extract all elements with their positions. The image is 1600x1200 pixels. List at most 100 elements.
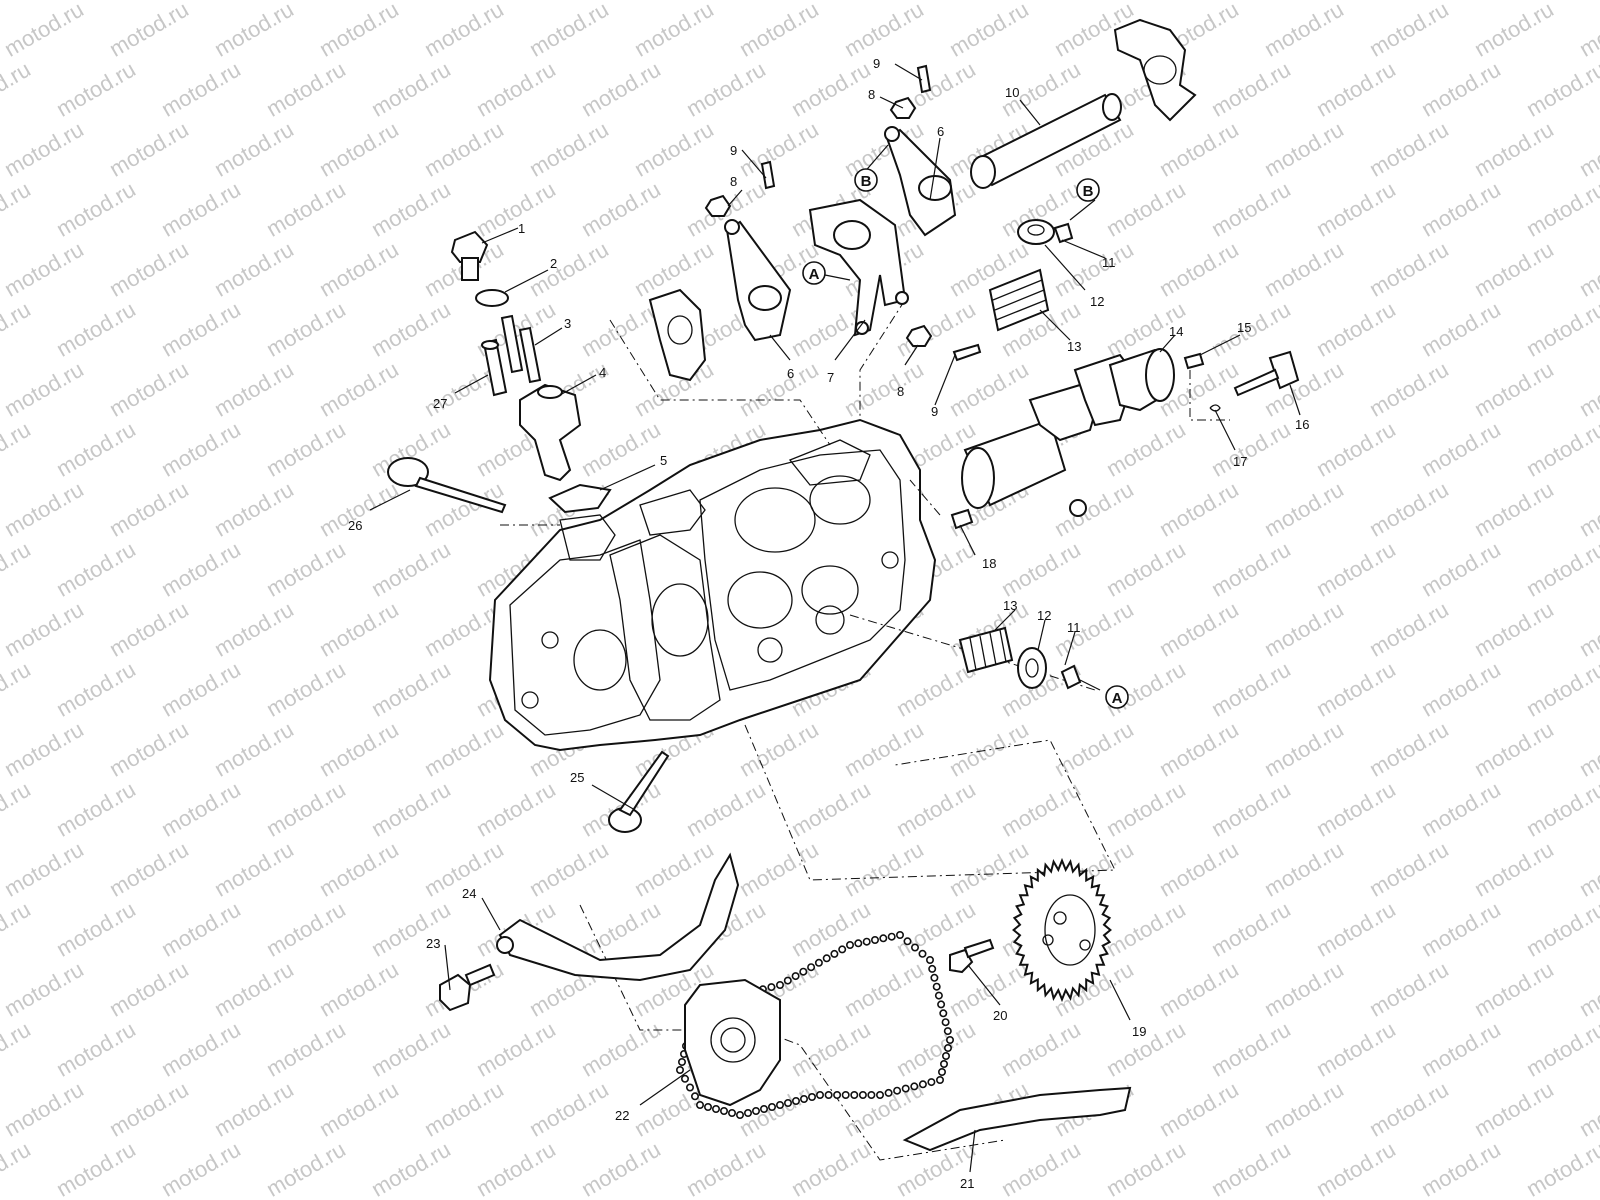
chain-guide-24 bbox=[496, 852, 740, 982]
tensioner-4 bbox=[519, 383, 582, 482]
chain-link bbox=[815, 1091, 824, 1100]
chain-link bbox=[854, 939, 863, 948]
chain-link bbox=[727, 1109, 736, 1118]
leader-lines bbox=[369, 63, 1301, 1173]
bolt-27 bbox=[481, 338, 508, 397]
chain-link bbox=[870, 935, 879, 944]
retainers-12 bbox=[1017, 219, 1055, 689]
chain-guide-21 bbox=[902, 1086, 1132, 1152]
callout-23: 23 bbox=[426, 936, 440, 951]
adjuster-screws-9 bbox=[760, 64, 982, 362]
chain-link bbox=[799, 1095, 808, 1104]
chain-link bbox=[675, 1066, 684, 1075]
callout-13-top: 13 bbox=[1067, 339, 1081, 354]
chain-link bbox=[884, 1088, 893, 1097]
callout-20: 20 bbox=[993, 1008, 1007, 1023]
chain-link bbox=[893, 1086, 902, 1095]
crank-sprocket bbox=[684, 978, 781, 1107]
chain-link bbox=[711, 1105, 720, 1114]
chain-link bbox=[690, 1092, 699, 1101]
svg-text:B: B bbox=[861, 173, 872, 190]
camshaft-14 bbox=[961, 348, 1175, 517]
callout-8-top: 8 bbox=[868, 87, 875, 102]
callout-9-left: 9 bbox=[730, 143, 737, 158]
chain-link bbox=[775, 980, 784, 989]
callout-2: 2 bbox=[550, 256, 557, 271]
chain-link bbox=[807, 963, 816, 972]
rocker-arm-6-right bbox=[884, 126, 957, 237]
chain-link bbox=[833, 1091, 842, 1100]
chain-link bbox=[841, 1091, 850, 1100]
svg-text:B: B bbox=[1083, 183, 1094, 200]
chain-link bbox=[824, 1091, 833, 1100]
letter-a-lower: A bbox=[1105, 685, 1129, 709]
chain-link bbox=[918, 1080, 927, 1089]
chain-link bbox=[719, 1107, 728, 1116]
chain-link bbox=[807, 1093, 816, 1102]
chain-link bbox=[930, 973, 939, 982]
valve-25 bbox=[608, 750, 670, 833]
cylinder-head bbox=[488, 418, 937, 752]
chain-link bbox=[775, 1101, 784, 1110]
chain-link bbox=[910, 1082, 919, 1091]
chain-link bbox=[935, 1076, 944, 1085]
washer-2 bbox=[475, 289, 509, 307]
chain-link bbox=[903, 937, 912, 946]
callout-14: 14 bbox=[1169, 324, 1183, 339]
bolt-23 bbox=[439, 963, 496, 1012]
chain-link bbox=[830, 949, 839, 958]
callout-22: 22 bbox=[615, 1108, 629, 1123]
chain-link bbox=[934, 991, 943, 1000]
chain-link bbox=[941, 1052, 950, 1061]
chain-link bbox=[887, 932, 896, 941]
callout-7: 7 bbox=[827, 370, 834, 385]
chain-link bbox=[845, 940, 854, 949]
adjuster-nuts-8 bbox=[704, 96, 933, 347]
chain-link bbox=[939, 1009, 948, 1018]
rocker-shaft-10 bbox=[970, 93, 1122, 189]
callout-16: 16 bbox=[1295, 417, 1309, 432]
bolt-1 bbox=[450, 230, 489, 281]
callout-4: 4 bbox=[599, 365, 606, 380]
letter-a-upper: A bbox=[802, 261, 826, 285]
chain-link bbox=[895, 930, 904, 939]
rocker-arm-7 bbox=[808, 198, 909, 337]
callout-8-left: 8 bbox=[730, 174, 737, 189]
dowel-18 bbox=[950, 508, 974, 530]
chain-link bbox=[743, 1109, 752, 1118]
callout-8-bottom: 8 bbox=[897, 384, 904, 399]
chain-link bbox=[939, 1060, 948, 1069]
chain-link bbox=[943, 1027, 952, 1036]
valve-26 bbox=[387, 457, 507, 514]
chain-link bbox=[867, 1091, 876, 1100]
callout-12-bottom: 12 bbox=[1037, 608, 1051, 623]
callout-26: 26 bbox=[348, 518, 362, 533]
letter-b-left: B bbox=[854, 168, 878, 192]
callout-24: 24 bbox=[462, 886, 476, 901]
chain-link bbox=[783, 1099, 792, 1108]
pin-15 bbox=[1183, 352, 1205, 370]
chain-link bbox=[759, 1105, 768, 1114]
keepers-11 bbox=[1053, 222, 1082, 690]
chain-link bbox=[937, 1000, 946, 1009]
callout-6-right: 6 bbox=[937, 124, 944, 139]
chain-link bbox=[941, 1018, 950, 1027]
callout-12-top: 12 bbox=[1090, 294, 1104, 309]
chain-link bbox=[925, 955, 934, 964]
callout-1: 1 bbox=[518, 221, 525, 236]
callout-21: 21 bbox=[960, 1176, 974, 1191]
chain-link bbox=[850, 1091, 859, 1100]
chain-link bbox=[918, 949, 927, 958]
callout-19: 19 bbox=[1132, 1024, 1146, 1039]
chain-link bbox=[875, 1091, 884, 1100]
chain-link bbox=[767, 1103, 776, 1112]
chain-link bbox=[751, 1107, 760, 1116]
chain-link bbox=[703, 1103, 712, 1112]
springs-13 bbox=[958, 268, 1050, 674]
chain-link bbox=[685, 1083, 694, 1092]
chain-link bbox=[791, 972, 800, 981]
svg-text:A: A bbox=[809, 266, 820, 283]
chain-link bbox=[901, 1084, 910, 1093]
decompressor-16 bbox=[1233, 350, 1300, 397]
